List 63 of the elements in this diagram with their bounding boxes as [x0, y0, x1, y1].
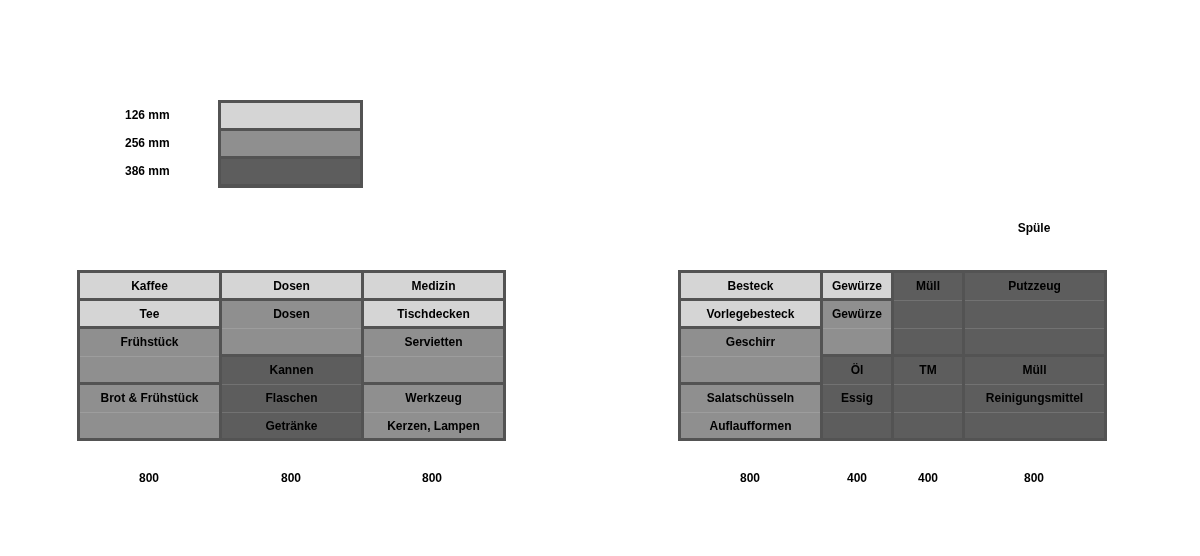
drawer-label: Kerzen, Lampen — [387, 418, 480, 433]
drawer-label: Tischdecken — [397, 306, 470, 321]
drawer — [222, 301, 361, 354]
drawer-label: Flaschen — [265, 390, 318, 405]
column-heading: Spüle — [1017, 221, 1051, 235]
drawer-label: Müll — [916, 278, 940, 293]
drawer — [364, 273, 503, 298]
drawer-label: Frühstück — [120, 334, 179, 349]
cabinet-frame — [77, 270, 506, 441]
drawer-label: Dosen — [273, 278, 310, 293]
legend-label: 256 mm — [125, 136, 170, 150]
drawer-label: Besteck — [727, 278, 774, 293]
cabinet-frame — [678, 270, 1107, 441]
legend-label: 126 mm — [125, 108, 170, 122]
drawer-label: Kannen — [269, 362, 314, 377]
drawer-label: Auflaufformen — [709, 418, 792, 433]
drawer — [823, 301, 891, 354]
drawer-label: Brot & Frühstück — [100, 390, 199, 405]
dimension-label: 800 — [139, 471, 159, 485]
dimension-label: 400 — [847, 471, 867, 485]
drawer — [965, 357, 1104, 438]
drawer-label: Servietten — [404, 334, 463, 349]
drawer — [80, 329, 219, 382]
drawer-label: Müll — [1022, 362, 1047, 377]
drawer-label: Salatschüsseln — [706, 390, 795, 405]
drawer — [222, 357, 361, 438]
drawer-label: Dosen — [273, 306, 310, 321]
drawer-label: Medizin — [411, 278, 456, 293]
drawer-label: Essig — [841, 390, 873, 405]
drawer — [222, 273, 361, 298]
dimension-label: 400 — [918, 471, 938, 485]
legend-label: 386 mm — [125, 164, 170, 178]
dimension-label: 800 — [422, 471, 442, 485]
drawer-label: Tee — [139, 306, 160, 321]
drawer-label: Reinigungsmittel — [985, 390, 1084, 405]
drawer-label: Putzzeug — [1008, 278, 1061, 293]
drawer — [823, 273, 891, 298]
drawer-label: Gewürze — [832, 306, 882, 321]
drawer — [681, 301, 820, 326]
drawer-label: Kaffee — [131, 278, 168, 293]
dimension-label: 800 — [1024, 471, 1044, 485]
dimension-label: 800 — [281, 471, 301, 485]
drawer-label: Gewürze — [832, 278, 882, 293]
drawer — [894, 357, 962, 438]
drawer — [80, 273, 219, 298]
drawer — [823, 357, 891, 438]
drawer — [681, 273, 820, 298]
drawer — [965, 273, 1104, 354]
drawer-label: Getränke — [265, 418, 318, 433]
drawer — [364, 385, 503, 438]
drawer — [80, 385, 219, 438]
drawer — [80, 301, 219, 326]
drawer-label: TM — [919, 362, 937, 377]
drawer-label: Vorlegebesteck — [706, 306, 795, 321]
drawer-label: Werkzeug — [405, 390, 462, 405]
drawer — [681, 385, 820, 438]
drawer — [681, 329, 820, 382]
dimension-label: 800 — [740, 471, 760, 485]
drawer-label: Öl — [850, 362, 864, 377]
drawer — [364, 329, 503, 382]
drawer — [894, 273, 962, 354]
drawer-label: Geschirr — [725, 334, 776, 349]
drawer — [364, 301, 503, 326]
